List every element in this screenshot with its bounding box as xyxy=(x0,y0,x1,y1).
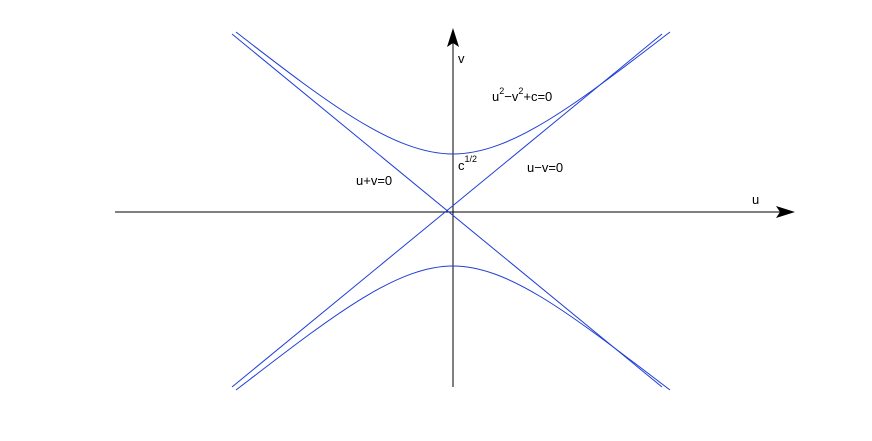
u-axis-label: u xyxy=(752,192,759,207)
hyperbola-upper-branch xyxy=(235,31,671,155)
asymptote-u-plus-v xyxy=(231,33,663,388)
eq-part-u: u xyxy=(492,89,499,104)
u-axis-arrowhead xyxy=(776,206,795,218)
asymptote-u-minus-v-label: u−v=0 xyxy=(527,160,563,175)
asymptote-u-plus-v-label: u+v=0 xyxy=(356,173,392,188)
vertex-label-base: c xyxy=(458,158,465,173)
hyperbola-lower-branch xyxy=(235,265,671,391)
eq-part-u-exp: 2 xyxy=(499,86,504,96)
hyperbola-equation-label: u2−v2+c=0 xyxy=(492,86,552,104)
v-axis-label: v xyxy=(458,51,465,66)
eq-part-v-exp: 2 xyxy=(518,86,523,96)
eq-part-rest: +c=0 xyxy=(523,89,552,104)
vertex-label: c1/2 xyxy=(458,154,477,173)
v-axis-arrowhead xyxy=(447,28,459,47)
vertex-label-exp: 1/2 xyxy=(465,154,478,164)
eq-part-minus-v: −v xyxy=(504,89,519,104)
